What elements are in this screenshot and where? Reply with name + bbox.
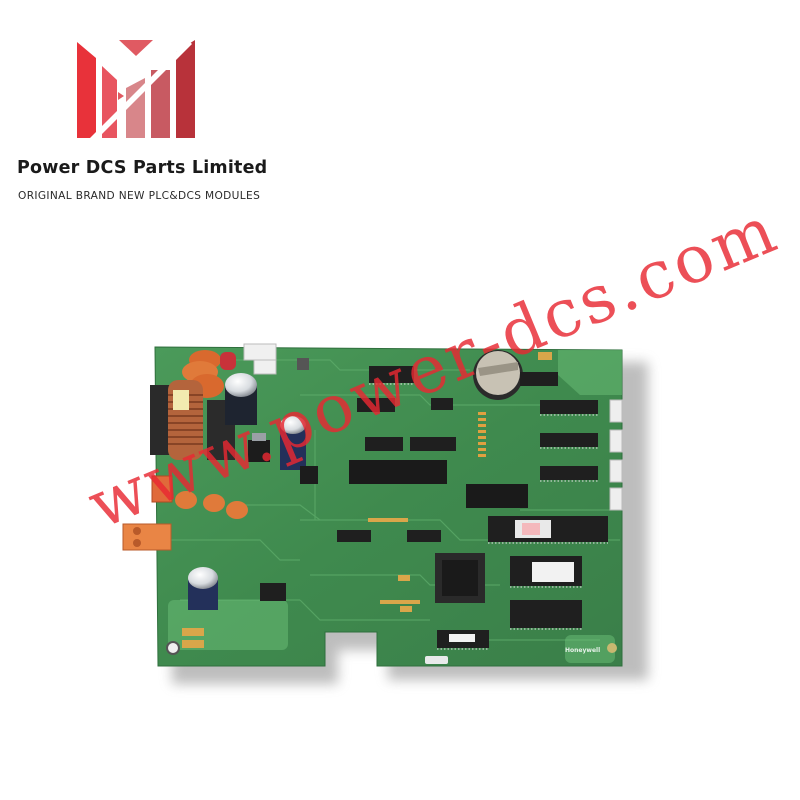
brand-logo-icon [77,40,195,140]
dip-ic-chips [260,366,608,648]
electrolytic-capacitor-2 [280,416,306,470]
logo-bar-1 [77,42,96,138]
honeywell-silkscreen: Honeywell [565,647,600,654]
logo-diagonal-cut [88,40,192,140]
mounting-hole-right [607,643,617,653]
to220-transistor [300,466,318,484]
chip-label [532,562,574,582]
red-capacitor [220,352,236,370]
logo-upper-cut [96,56,102,66]
right-side-connectors [609,399,623,511]
eprom-window [522,523,540,535]
terminal-screw [133,539,141,547]
resistor-array [478,412,486,457]
toroid-inductor [150,380,203,460]
small-components [182,352,552,648]
disc-capacitors [175,350,248,519]
top-transistor [297,358,309,370]
chip-label-small [449,634,475,642]
logo-bar-4 [151,70,170,138]
voltage-regulator [248,440,270,462]
company-name: Power DCS Parts Limited [17,158,268,178]
plcc-processor [435,553,485,603]
coin-cell-battery [473,350,523,400]
electrolytic-capacitor-3 [188,567,218,610]
ribbon-headers [349,460,528,508]
terminal-screw [133,527,141,535]
logo-bar-5 [176,40,195,138]
serial-sticker [425,656,448,664]
orange-terminal-block-1 [151,475,173,503]
logo-triangle [119,40,153,56]
pcb-pads [168,350,622,663]
white-header-top [243,343,277,375]
ic-pins [369,383,608,650]
logo-notch [118,92,124,100]
electrolytic-capacitor-1 [225,373,257,425]
orange-terminal-block-2 [122,523,172,551]
regulator-tab [252,433,266,441]
company-tagline: ORIGINAL BRAND NEW PLC&DCS MODULES [18,190,261,202]
mounting-hole [166,641,180,655]
